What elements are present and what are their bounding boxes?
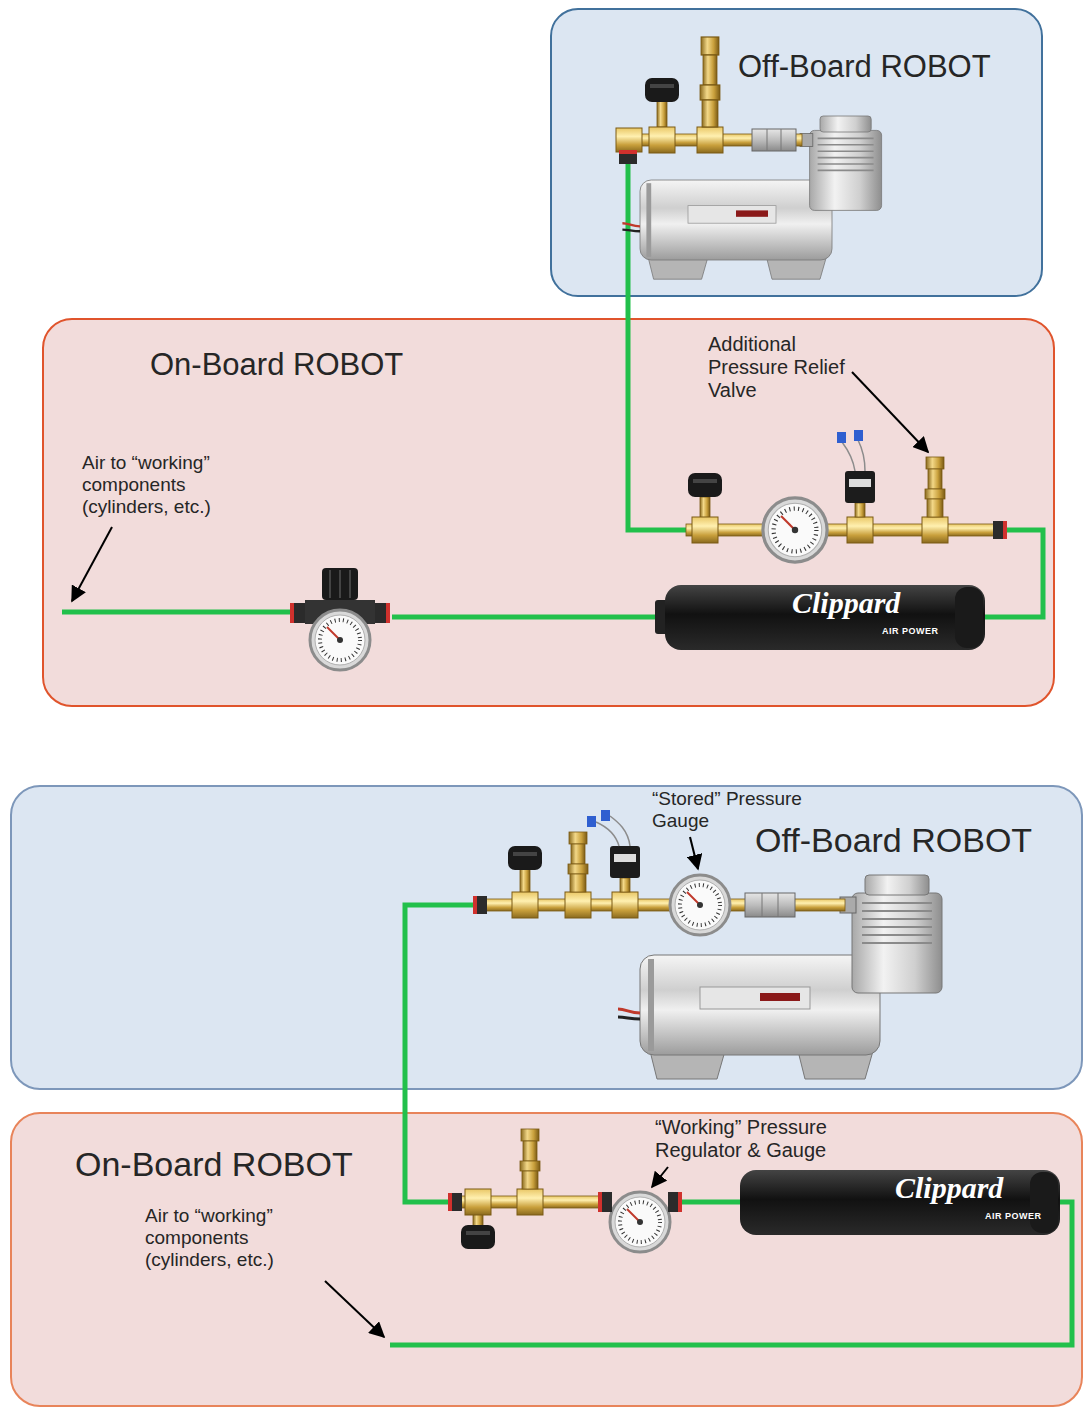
brand-text: AIR POWER	[882, 627, 939, 636]
callout-label: Air to “working” components (cylinders, …	[82, 452, 257, 518]
air-tube	[403, 1088, 408, 1114]
callout-label: Additional Pressure Relief Valve	[708, 333, 858, 402]
offboard-region: Off-Board ROBOT	[550, 8, 1043, 297]
region-title: Off-Board ROBOT	[755, 820, 1032, 861]
callout-label: Air to “working” components (cylinders, …	[145, 1205, 320, 1271]
region-title: On-Board ROBOT	[150, 346, 403, 383]
callout-label: “Working” Pressure Regulator & Gauge	[655, 1116, 880, 1162]
air-tube	[626, 295, 631, 320]
brand-text: AIR POWER	[985, 1212, 1042, 1221]
callout-label: “Stored” Pressure Gauge	[652, 788, 827, 832]
region-title: Off-Board ROBOT	[738, 48, 991, 85]
offboard-region: Off-Board ROBOT	[10, 785, 1083, 1090]
region-title: On-Board ROBOT	[75, 1144, 353, 1185]
brand-text: Clippard	[792, 588, 900, 618]
brand-text: Clippard	[895, 1173, 1003, 1203]
